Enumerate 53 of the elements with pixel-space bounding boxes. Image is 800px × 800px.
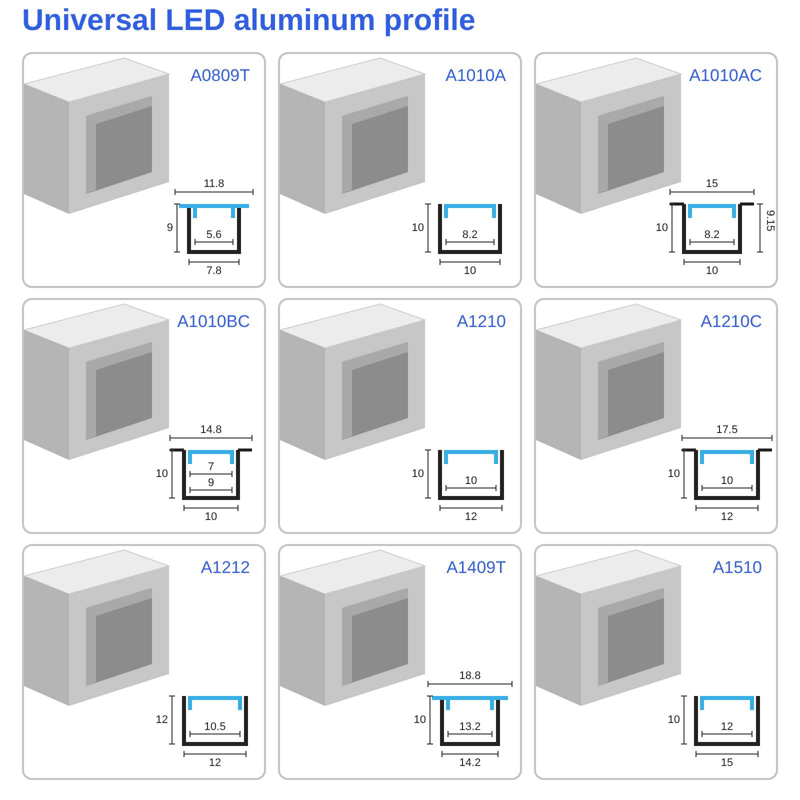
dimension-label: 5.6	[206, 229, 222, 241]
dimension-label: 10	[414, 714, 426, 726]
dimension-label: 7	[208, 461, 214, 473]
dimension-label: 10	[412, 468, 424, 480]
dimension-label: 10	[464, 475, 478, 487]
dimension-label: 7.8	[206, 265, 222, 277]
model-name: A1212	[200, 558, 250, 578]
dimension-label: 12	[156, 714, 168, 726]
dimension-label: 12	[720, 721, 734, 733]
model-name: A0809T	[190, 66, 250, 86]
dimension-label: 10.5	[204, 721, 226, 733]
model-name: A1210	[456, 312, 506, 332]
dimension-label: 11.8	[204, 178, 224, 190]
dimension-label: 12	[208, 757, 222, 769]
product-card	[22, 298, 266, 534]
model-name: A1210C	[700, 312, 762, 332]
product-card	[534, 52, 778, 288]
product-card	[278, 544, 522, 780]
dimension-label: 10	[156, 468, 168, 480]
product-card	[534, 544, 778, 780]
model-name: A1010BC	[177, 312, 250, 332]
product-card	[22, 544, 266, 780]
model-name: A1409T	[446, 558, 506, 578]
dimension-label: 10	[720, 475, 734, 487]
dimension-label: 10	[464, 265, 476, 277]
dimension-label: 10	[656, 222, 668, 234]
dimension-label: 10	[412, 222, 424, 234]
dimension-label: 15	[720, 757, 734, 769]
dimension-label: 10	[668, 714, 680, 726]
dimension-label: 10	[204, 511, 218, 523]
model-name: A1010A	[446, 66, 506, 86]
dimension-label: 18.8	[459, 670, 481, 682]
dimension-label: 8.2	[462, 229, 478, 241]
dimension-label: 9	[166, 222, 173, 234]
dimension-label: 14.8	[200, 424, 222, 436]
dimension-label: 10	[668, 468, 680, 480]
dimension-label: 8.2	[704, 229, 720, 241]
product-card	[22, 52, 266, 288]
product-card	[278, 52, 522, 288]
dimension-label: 9.15	[764, 210, 776, 232]
dimension-label: 15	[706, 178, 718, 190]
dimension-label: 12	[720, 511, 734, 523]
dimension-label: 10	[706, 265, 718, 277]
product-card	[278, 298, 522, 534]
product-card	[534, 298, 778, 534]
model-name: A1010AC	[689, 66, 762, 86]
dimension-label: 12	[464, 511, 478, 523]
dimension-label: 17.5	[716, 424, 738, 436]
dimension-label: 13.2	[459, 721, 481, 733]
title: Universal LED aluminum profile	[22, 4, 476, 38]
model-name: A1510	[712, 558, 762, 578]
dimension-label: 9	[208, 477, 214, 489]
dimension-label: 14.2	[459, 757, 481, 769]
